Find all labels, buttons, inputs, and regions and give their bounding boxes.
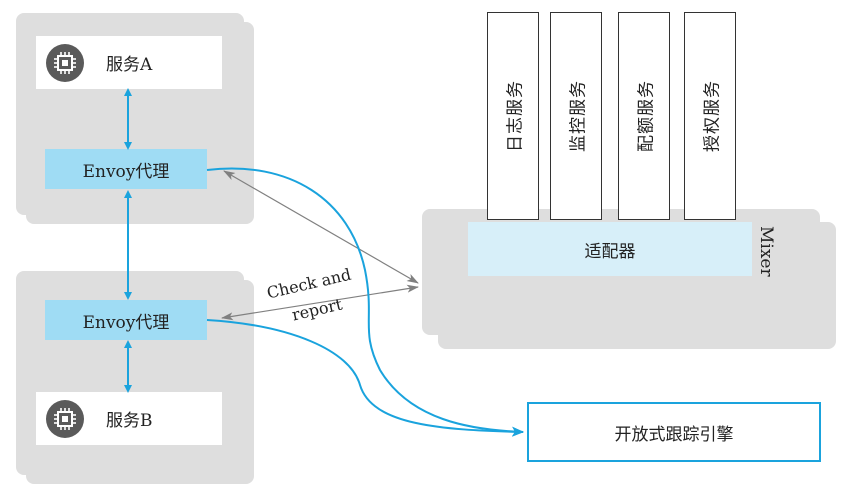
- mixer-adapter-label: 适配器: [584, 241, 636, 262]
- service-a-label: 服务A: [106, 55, 153, 75]
- envoy-proxy-b-label: Envoy代理: [82, 312, 170, 333]
- backend-quota[interactable]: 配额服务: [618, 12, 670, 220]
- arrow-proxy-a-mixer: [223, 170, 419, 284]
- backend-auth[interactable]: 授权服务: [684, 12, 736, 220]
- envoy-proxy-b[interactable]: Envoy代理: [45, 300, 207, 340]
- backend-monitoring[interactable]: 监控服务: [550, 12, 602, 220]
- arrow-proxy-b-mixer: [221, 284, 419, 321]
- cpu-chip-icon: [46, 399, 84, 438]
- envoy-proxy-a-label: Envoy代理: [82, 161, 170, 182]
- mixer-adapter[interactable]: 适配器: [468, 222, 752, 276]
- service-b-label: 服务B: [106, 411, 153, 431]
- envoy-proxy-a[interactable]: Envoy代理: [45, 149, 207, 189]
- tracing-engine[interactable]: 开放式跟踪引擎: [527, 402, 821, 462]
- service-b-box[interactable]: 服务B: [36, 392, 222, 445]
- service-a-box[interactable]: 服务A: [36, 36, 222, 89]
- tracing-engine-label: 开放式跟踪引擎: [614, 424, 734, 445]
- cpu-chip-icon: [46, 43, 84, 82]
- backend-logging[interactable]: 日志服务: [487, 12, 539, 220]
- trace-curve-proxy-b: [206, 319, 524, 437]
- trace-curve-proxy-a: [206, 167, 524, 437]
